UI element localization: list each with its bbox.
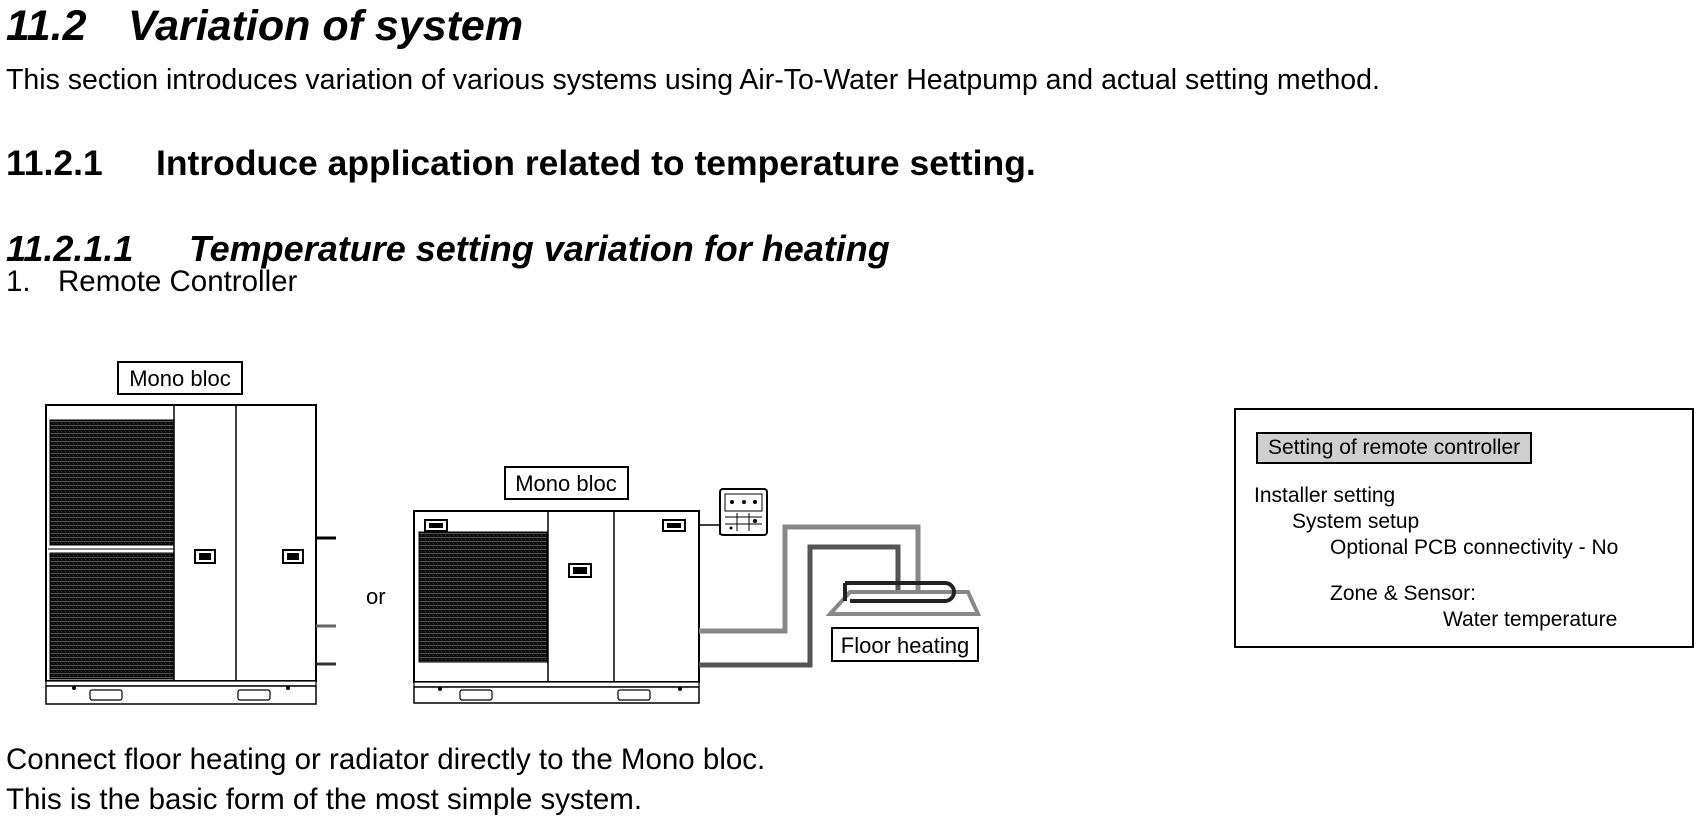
- intro-text: This section introduces variation of var…: [6, 64, 1380, 96]
- list-item-text: Remote Controller: [58, 265, 298, 298]
- floor-heating-coil: [825, 581, 982, 616]
- footer-line-2: This is the basic form of the most simpl…: [6, 783, 643, 816]
- setting-system-setup: System setup: [1292, 510, 1420, 533]
- mono-bloc-label-large: Mono bloc: [117, 361, 243, 395]
- subsection-heading: 11.2.1 Introduce application related to t…: [6, 143, 1036, 184]
- svg-text:Mono bloc: Mono bloc: [129, 366, 231, 391]
- subsection-title: Introduce application related to tempera…: [156, 143, 1036, 183]
- section-title: Variation of system: [128, 2, 524, 50]
- setting-zone-sensor: Zone & Sensor:: [1330, 582, 1476, 605]
- remote-controller-icon: [699, 488, 768, 536]
- subsubsection-heading: 11.2.1.1 Temperature setting variation fo…: [6, 228, 890, 270]
- svg-text:Mono bloc: Mono bloc: [515, 471, 617, 496]
- subsubsection-number: 11.2.1.1: [6, 228, 134, 269]
- list-item: 1. Remote Controller: [6, 265, 297, 299]
- section-number: 11.2: [6, 2, 87, 50]
- subsection-number: 11.2.1: [6, 143, 103, 183]
- list-item-number: 1.: [6, 265, 31, 298]
- system-diagram: Mono bloc or Mono bloc Floor heating: [45, 361, 982, 705]
- subsubsection-title: Temperature setting variation for heatin…: [189, 228, 890, 269]
- small-mono-bloc-unit: [413, 510, 700, 704]
- floor-heating-label: Floor heating: [831, 627, 979, 662]
- setting-water-temperature: Water temperature: [1443, 608, 1618, 631]
- or-text: or: [366, 584, 386, 609]
- settings-title: Setting of remote controller: [1256, 432, 1533, 464]
- section-heading: 11.2 Variation of system: [6, 2, 523, 51]
- mono-bloc-label-small: Mono bloc: [504, 466, 629, 500]
- svg-text:Floor heating: Floor heating: [841, 633, 969, 658]
- remote-controller-settings-box: Setting of remote controller Installer s…: [1234, 408, 1694, 648]
- footer-line-1: Connect floor heating or radiator direct…: [6, 743, 766, 776]
- setting-installer: Installer setting: [1254, 484, 1396, 507]
- piping: [699, 524, 921, 668]
- setting-optional-pcb: Optional PCB connectivity - No: [1330, 536, 1619, 559]
- large-mono-bloc-unit: [45, 404, 336, 705]
